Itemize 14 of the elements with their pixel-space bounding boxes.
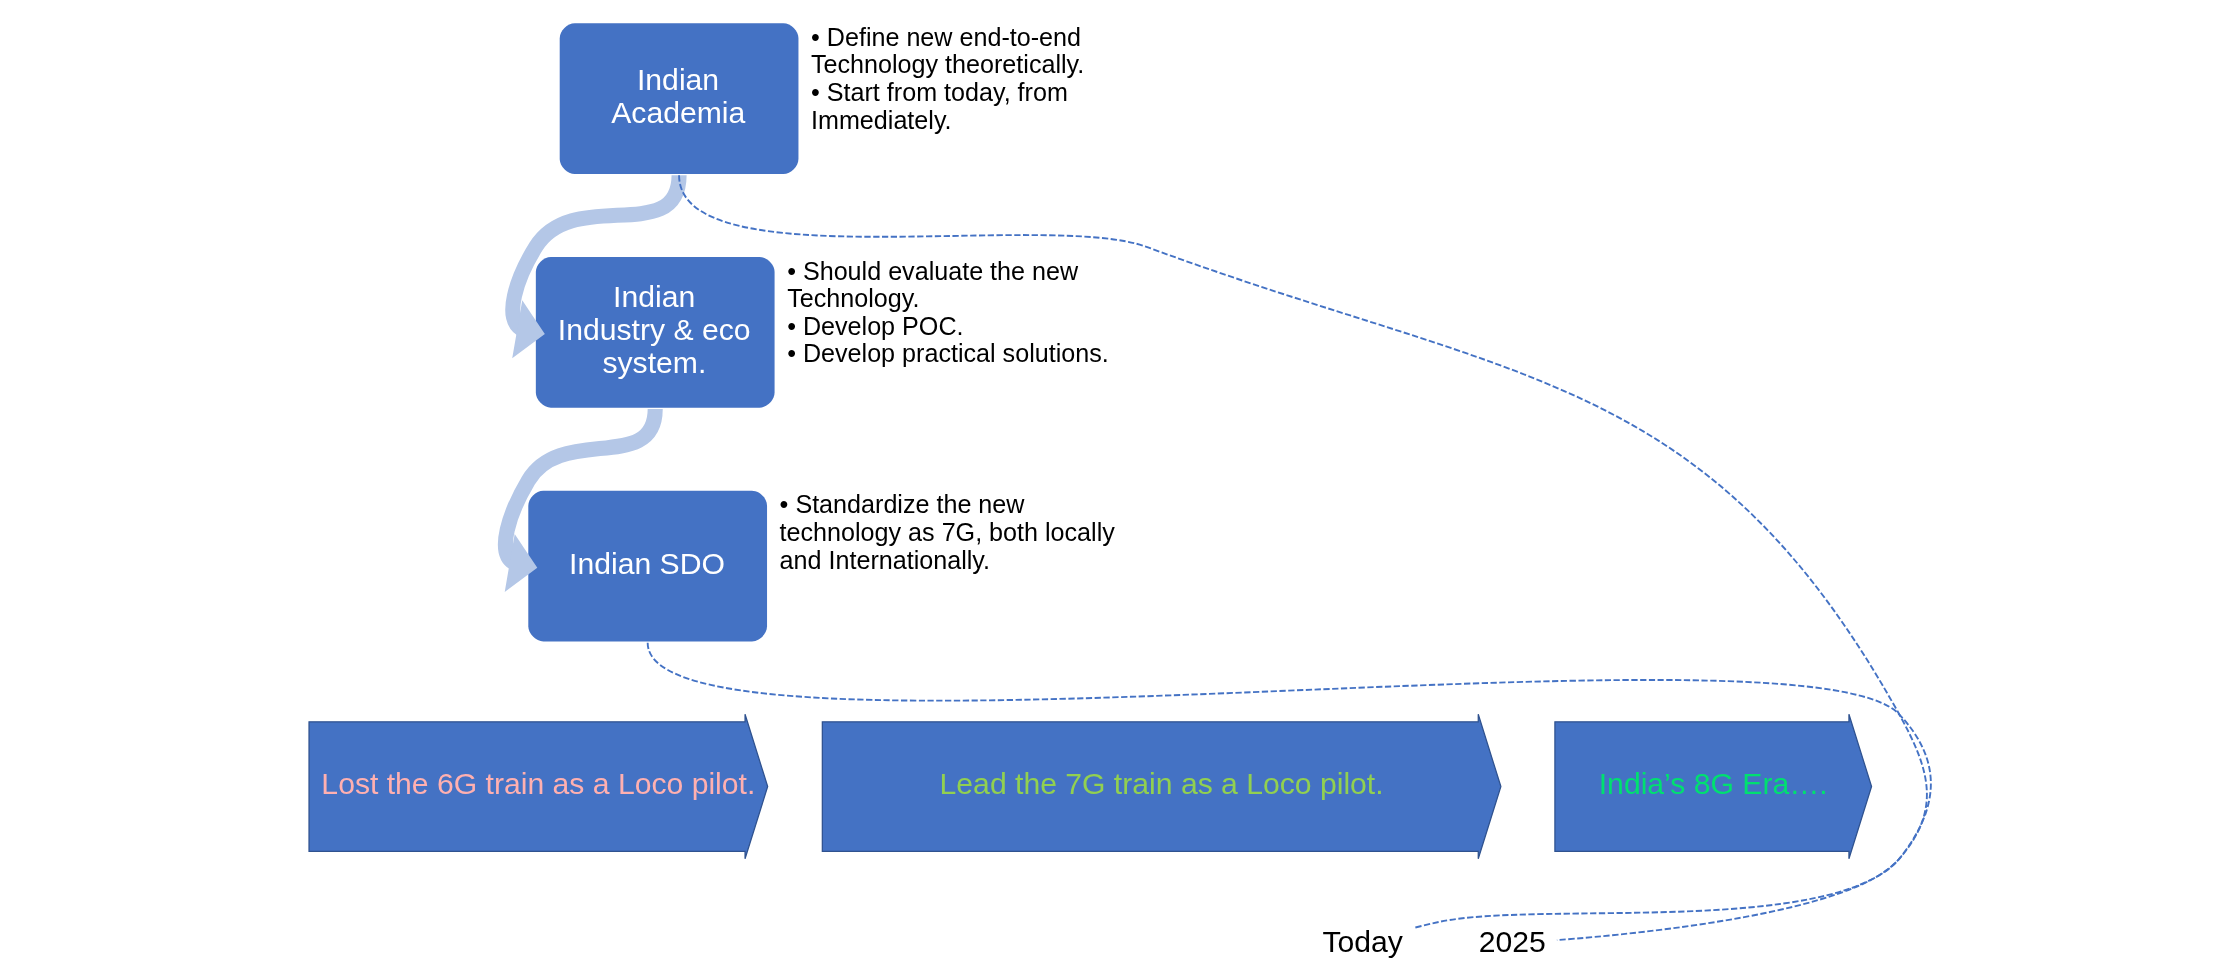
arrow bbox=[497, 407, 663, 592]
node-label: • Define new end-to-end Technology theoretically. bbox=[811, 22, 1085, 79]
node-label: • Develop practical solutions. bbox=[787, 339, 1109, 368]
node-text: 2025 bbox=[1478, 925, 1546, 959]
arrow bbox=[505, 174, 687, 359]
node-box: Indian SDO bbox=[528, 490, 768, 642]
node-label: • Standardize the new technology as 7G, both locally and Internationally. bbox=[779, 490, 1115, 574]
node-label: • Should evaluate the new Technology. bbox=[787, 256, 1079, 313]
node-text: Today bbox=[1322, 925, 1403, 959]
node-label: • Start from today, from Immediately. bbox=[811, 78, 1068, 134]
node-box: Indian Industry & eco system. bbox=[535, 256, 775, 408]
node-label: • Develop POC. bbox=[787, 311, 964, 340]
node-box: Indian Academia bbox=[559, 23, 799, 174]
connector bbox=[678, 174, 1928, 929]
